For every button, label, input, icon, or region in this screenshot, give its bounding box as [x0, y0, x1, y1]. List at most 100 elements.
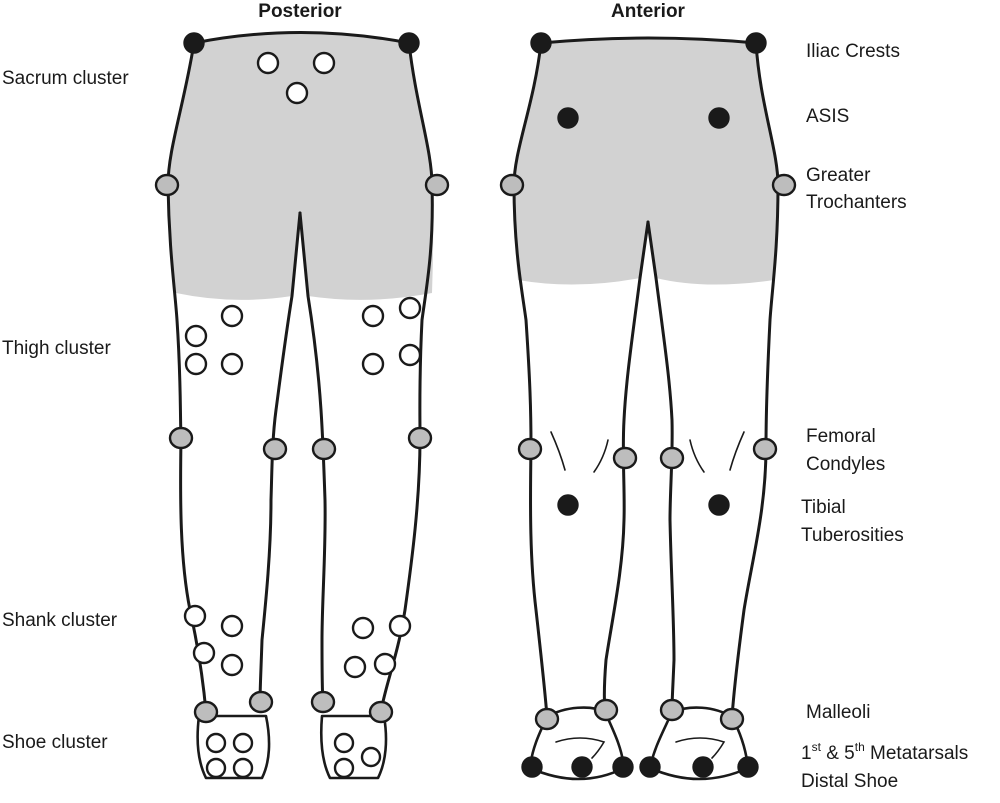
marker-anatomical: [311, 437, 337, 461]
asis-markers: [557, 107, 730, 129]
posterior-left-leg-inner: [258, 211, 302, 704]
label-greater-line2: Trochanters: [806, 192, 907, 213]
marker-anatomical: [248, 690, 274, 714]
marker-cluster: [184, 352, 208, 376]
posterior-waistband: [192, 31, 411, 45]
posterior-femoral-condyle-markers: [168, 426, 433, 461]
marker-anatomical: [719, 707, 745, 731]
label-metatarsals: 1st & 5th Metatarsals: [801, 740, 968, 764]
marker-landmark: [737, 756, 759, 778]
anterior-left-leg-outer: [512, 41, 549, 719]
marker-cluster: [333, 757, 355, 779]
anterior-iliac-crest-markers: [530, 32, 767, 54]
tibial-tuberosity-markers: [557, 494, 730, 516]
marker-cluster: [205, 732, 227, 754]
anterior-greater-trochanter-markers: [499, 173, 797, 197]
anterior-right-knee-fold-outer: [729, 431, 745, 471]
marker-landmark: [557, 494, 579, 516]
metatarsal-distal-shoe-markers: [521, 756, 759, 778]
marker-cluster: [351, 616, 375, 640]
label-metatarsals-first: 1: [801, 743, 812, 764]
label-malleoli: Malleoli: [806, 702, 870, 723]
marker-anatomical: [407, 426, 433, 450]
label-iliac-crests: Iliac Crests: [806, 41, 900, 62]
marker-landmark: [571, 756, 593, 778]
marker-landmark: [708, 494, 730, 516]
marker-landmark: [708, 107, 730, 129]
marker-anatomical: [368, 700, 394, 724]
marker-cluster: [398, 296, 422, 320]
marker-cluster: [205, 757, 227, 779]
anterior-right-leg-inner: [646, 220, 676, 712]
label-tibial-line1: Tibial: [801, 497, 846, 518]
marker-landmark: [612, 756, 634, 778]
label-greater-line1: Greater: [806, 165, 871, 186]
anterior-left-knee-fold-inner: [593, 439, 609, 473]
marker-cluster: [192, 641, 216, 665]
marker-landmark: [639, 756, 661, 778]
marker-cluster: [256, 51, 280, 75]
posterior-right-leg-inner: [298, 211, 327, 704]
label-metatarsals-th: th: [855, 740, 865, 754]
label-sacrum-cluster: Sacrum cluster: [2, 68, 129, 89]
marker-cluster: [388, 614, 412, 638]
marker-anatomical: [593, 698, 619, 722]
marker-landmark: [557, 107, 579, 129]
marker-cluster: [184, 324, 208, 348]
anterior-waistband: [539, 36, 758, 45]
posterior-shorts: [168, 32, 434, 300]
marker-cluster: [220, 304, 244, 328]
anterior-left-leg-inner: [602, 220, 650, 712]
thigh-cluster-markers: [184, 296, 422, 376]
marker-landmark: [521, 756, 543, 778]
marker-cluster: [183, 604, 207, 628]
marker-anatomical: [534, 707, 560, 731]
marker-cluster: [361, 352, 385, 376]
label-tibial-line2: Tuberosities: [801, 525, 904, 546]
posterior-malleoli-markers: [193, 690, 394, 724]
marker-anatomical: [310, 690, 336, 714]
marker-anatomical: [612, 446, 638, 470]
marker-landmark: [398, 32, 420, 54]
posterior-right-leg-outer: [379, 41, 434, 714]
marker-cluster: [312, 51, 336, 75]
label-metatarsals-st: st: [812, 740, 822, 754]
anterior-right-leg-outer: [730, 41, 780, 719]
label-shank-cluster: Shank cluster: [2, 610, 118, 631]
posterior-greater-trochanter-markers: [154, 173, 450, 197]
label-metatarsals-end: Metatarsals: [865, 743, 968, 764]
label-thigh-cluster: Thigh cluster: [2, 338, 111, 359]
marker-cluster: [398, 343, 422, 367]
sacrum-cluster-markers: [256, 51, 336, 105]
marker-cluster: [285, 81, 309, 105]
label-metatarsals-mid: & 5: [821, 743, 855, 764]
marker-anatomical: [659, 698, 685, 722]
posterior-figure: [166, 31, 434, 780]
marker-anatomical: [659, 446, 685, 470]
marker-anatomical: [499, 173, 525, 197]
marker-cluster: [232, 757, 254, 779]
marker-landmark: [530, 32, 552, 54]
marker-anatomical: [262, 437, 288, 461]
label-asis: ASIS: [806, 106, 849, 127]
marker-anatomical: [517, 437, 543, 461]
marker-cluster: [220, 352, 244, 376]
marker-cluster: [220, 653, 244, 677]
marker-cluster: [333, 732, 355, 754]
label-shoe-cluster: Shoe cluster: [2, 732, 108, 753]
marker-cluster: [373, 652, 397, 676]
marker-landmark: [692, 756, 714, 778]
marker-cluster: [343, 655, 367, 679]
label-femoral-line1: Femoral: [806, 426, 876, 447]
marker-anatomical: [154, 173, 180, 197]
shank-cluster-markers: [183, 604, 412, 679]
label-femoral-line2: Condyles: [806, 454, 885, 475]
anterior-left-knee-fold-outer: [550, 431, 566, 471]
marker-landmark: [745, 32, 767, 54]
shoe-cluster-markers: [205, 732, 382, 779]
anterior-right-toe-line: [675, 737, 726, 759]
anterior-femoral-condyle-markers: [517, 437, 778, 470]
anterior-shorts: [514, 38, 778, 285]
anterior-left-toe-line: [555, 737, 606, 759]
